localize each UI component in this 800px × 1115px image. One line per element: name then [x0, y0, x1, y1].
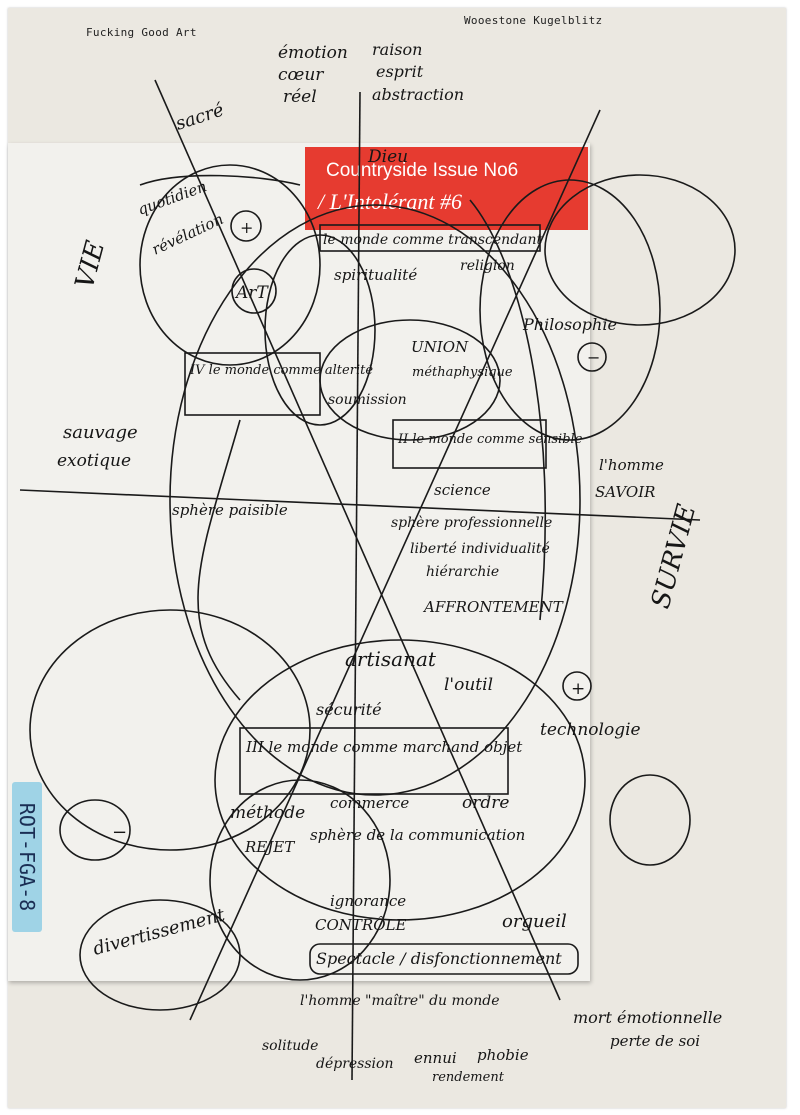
title-box — [305, 147, 588, 230]
label-marchand: III le monde comme marchand objet — [245, 738, 523, 756]
diagonal-line-2 — [189, 109, 601, 1021]
market-oval — [214, 639, 586, 921]
minus-circle — [59, 799, 131, 861]
label-soumission: soumission — [328, 392, 407, 408]
plus-circle-top — [230, 210, 262, 242]
front-sheet — [8, 143, 590, 981]
label-sauvage: sauvage — [63, 422, 138, 443]
lower-oval — [209, 779, 391, 981]
label-ennui: ennui — [414, 1049, 457, 1067]
minus-circle-right — [577, 342, 607, 372]
label-coeur: cœur — [278, 65, 324, 85]
label-homme: l'homme — [599, 456, 664, 474]
upper-right-oval — [544, 174, 736, 326]
label-depression: dépression — [316, 1056, 393, 1072]
label-solitude: solitude — [262, 1038, 318, 1054]
sticker-label: ROT-FGA-8 — [15, 802, 39, 912]
label-metaphysique: méthaphysique — [412, 365, 513, 380]
label-securite: sécurité — [316, 700, 382, 719]
plus-sign-right: + — [571, 679, 585, 699]
central-oval — [169, 204, 581, 796]
label-spiritualite: spiritualité — [334, 266, 417, 284]
label-divertissement: divertissement — [91, 904, 228, 960]
label-phobie: phobie — [477, 1046, 529, 1064]
label-spectacle: Spectacle / disfonctionnement — [316, 949, 562, 968]
label-maitre: l'homme "maître" du monde — [300, 993, 500, 1009]
library-sticker — [12, 782, 42, 932]
label-dieu: Dieu — [367, 147, 408, 167]
handwritten-labels: émotion cœur réel raison esprit abstract… — [57, 40, 722, 1085]
label-sacre: sacré — [173, 99, 227, 134]
philosophy-oval — [479, 179, 661, 441]
label-rejet: REJET — [244, 838, 295, 856]
label-transcendant: le monde comme transcendant — [323, 232, 543, 248]
label-liberte: liberté individualité — [410, 541, 550, 557]
minus-sign-left: − — [112, 822, 127, 843]
small-right-oval — [609, 774, 691, 866]
label-technologie: technologie — [540, 720, 641, 740]
ink-lines — [19, 79, 736, 1081]
box-spectacle — [309, 943, 579, 975]
intuition-oval — [29, 609, 311, 851]
plus-circle-right — [562, 671, 592, 701]
label-artisanat: artisanat — [345, 647, 437, 671]
label-communication: sphère de la communication — [310, 826, 525, 844]
title-line-1: Countryside Issue No6 — [326, 160, 519, 181]
box-alterite — [184, 352, 321, 416]
art-oval — [139, 164, 321, 366]
label-outil: l'outil — [444, 675, 493, 695]
label-sphere-paisible: sphère paisible — [172, 501, 288, 519]
box-transcendant — [319, 224, 541, 252]
label-sensible: II le monde comme sensible — [397, 432, 583, 447]
vertical-axis — [351, 91, 361, 1081]
label-reel: réel — [283, 87, 317, 107]
label-religion: religion — [460, 258, 515, 274]
label-raison: raison — [372, 40, 422, 59]
title-line-2: / L'Intolérant #6 — [318, 189, 463, 214]
box-marchand — [239, 727, 509, 795]
label-alterite: IV le monde comme alterité — [189, 363, 373, 378]
label-art: ArT — [234, 283, 269, 303]
label-commerce: commerce — [330, 794, 409, 812]
label-savoir: SAVOIR — [595, 483, 655, 501]
label-ignorance: ignorance — [330, 892, 406, 910]
label-emotion: émotion — [278, 43, 348, 63]
typed-header-right: Wooestone Kugelblitz — [464, 14, 603, 27]
label-science: science — [434, 481, 491, 499]
label-affrontement: AFFRONTEMENT — [422, 598, 564, 616]
top-arc — [139, 174, 301, 186]
label-philosophie: Philosophie — [522, 315, 617, 334]
right-curve — [469, 199, 547, 621]
minus-sign-right: − — [587, 348, 600, 367]
label-abstraction: abstraction — [372, 85, 464, 104]
label-exotique: exotique — [57, 451, 131, 471]
diagonal-line-1 — [154, 79, 561, 1001]
label-perte: perte de soi — [610, 1032, 700, 1050]
label-esprit: esprit — [376, 62, 424, 81]
label-sphere-professionnelle: sphère professionnelle — [391, 515, 552, 531]
label-vie: VIE — [70, 238, 111, 292]
label-ordre: ordre — [462, 793, 509, 813]
box-sensible — [392, 419, 547, 469]
art-circle — [231, 268, 277, 314]
label-methode: méthode — [230, 803, 305, 823]
label-rendement: rendement — [432, 1070, 505, 1085]
label-orgueil: orgueil — [502, 911, 567, 932]
label-controle: CONTRÔLE — [315, 916, 406, 934]
label-mort-emotionnelle: mort émotionnelle — [573, 1008, 722, 1027]
label-revelation: révélation — [149, 210, 226, 259]
union-oval — [319, 319, 501, 441]
sticker-label-wrap: ROT-FGA-8 — [12, 782, 42, 932]
horizontal-axis — [19, 489, 701, 521]
plus-sign-top: + — [240, 218, 253, 237]
left-curve — [197, 419, 241, 701]
typed-header-left: Fucking Good Art — [86, 26, 197, 39]
label-hierarchie: hiérarchie — [426, 564, 499, 580]
label-union: UNION — [411, 338, 469, 356]
